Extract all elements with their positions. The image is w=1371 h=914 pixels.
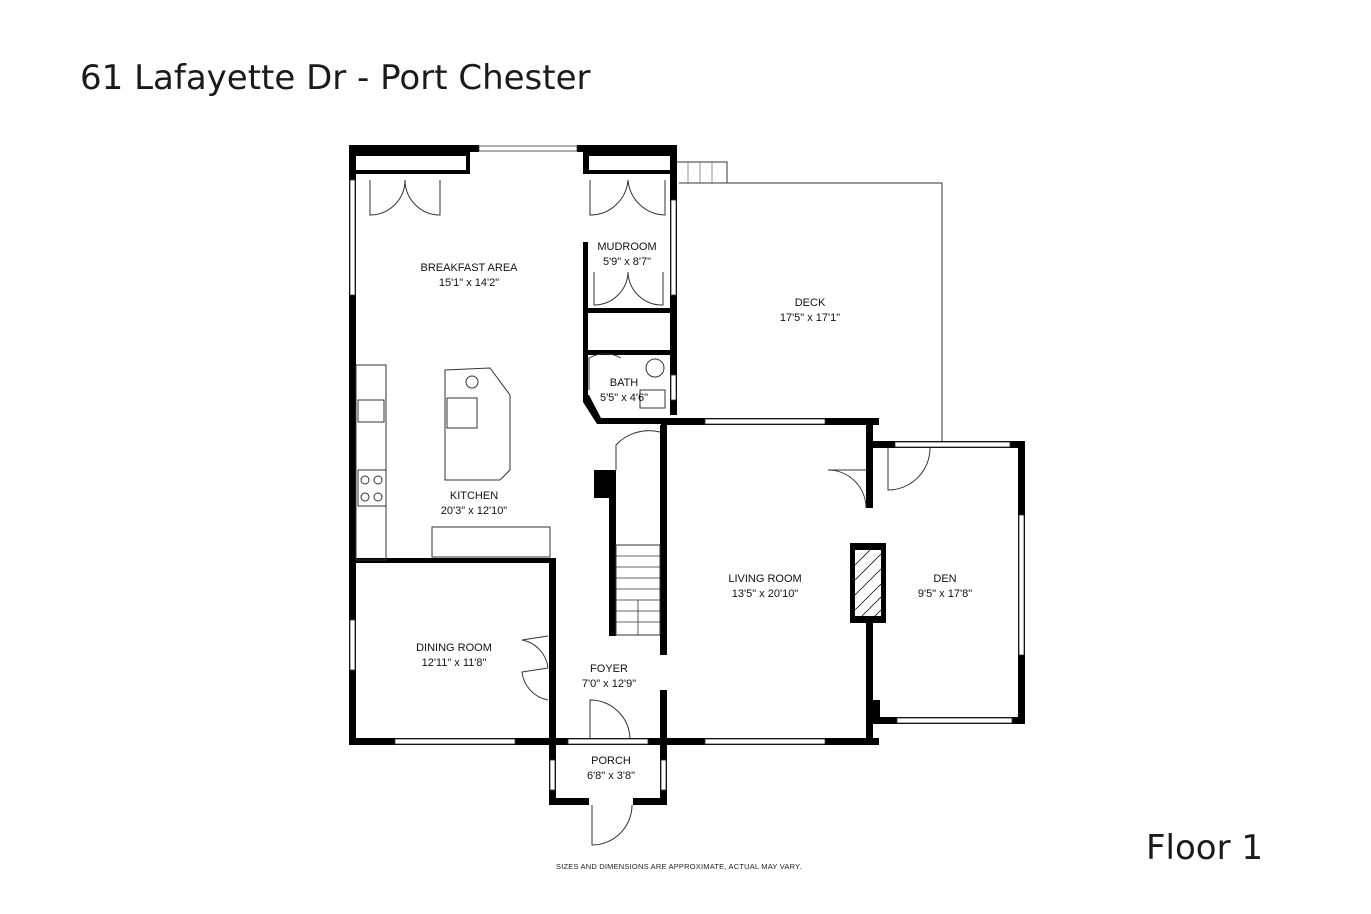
room-name: DINING ROOM	[416, 642, 492, 654]
room-dims: 20'3" x 12'10"	[441, 505, 508, 517]
room-dims: 15'1" x 14'2"	[439, 277, 499, 289]
room-name: LIVING ROOM	[728, 573, 801, 585]
page-title: 61 Lafayette Dr - Port Chester	[80, 58, 591, 98]
room-name: PORCH	[591, 755, 631, 767]
room-porch: PORCH 6'8" x 3'8"	[587, 755, 635, 782]
room-den: DEN 9'5" x 17'8"	[918, 573, 972, 600]
room-dims: 5'5" x 4'6"	[600, 392, 648, 404]
room-foyer: FOYER 7'0" x 12'9"	[582, 663, 636, 690]
room-dims: 7'0" x 12'9"	[582, 678, 636, 690]
walls	[349, 145, 1025, 805]
room-kitchen: KITCHEN 20'3" x 12'10"	[441, 490, 508, 517]
room-name: BATH	[610, 377, 639, 389]
room-name: KITCHEN	[450, 490, 498, 502]
room-name: BREAKFAST AREA	[420, 262, 518, 274]
room-deck: DECK 17'5" x 17'1"	[780, 297, 840, 324]
room-name: DEN	[933, 573, 956, 585]
room-bath: BATH 5'5" x 4'6"	[600, 377, 648, 404]
floor-label: Floor 1	[1146, 828, 1264, 868]
room-dims: 17'5" x 17'1"	[780, 312, 840, 324]
room-dining-room: DINING ROOM 12'11" x 11'8"	[416, 642, 492, 669]
disclaimer-text: SIZES AND DIMENSIONS ARE APPROXIMATE, AC…	[556, 862, 802, 871]
room-name: FOYER	[590, 663, 628, 675]
doors	[369, 179, 931, 846]
room-breakfast-area: BREAKFAST AREA 15'1" x 14'2"	[420, 262, 518, 289]
room-dims: 12'11" x 11'8"	[422, 657, 487, 669]
kitchen-fixtures	[355, 364, 551, 561]
bath-fixtures	[588, 353, 666, 409]
room-name: MUDROOM	[597, 241, 656, 253]
room-living-room: LIVING ROOM 13'5" x 20'10"	[728, 573, 801, 600]
stairs	[615, 544, 661, 636]
room-dims: 5'9" x 8'7"	[603, 256, 651, 268]
room-name: DECK	[795, 297, 826, 309]
room-dims: 13'5" x 20'10"	[732, 588, 799, 600]
room-dims: 6'8" x 3'8"	[587, 770, 635, 782]
room-dims: 9'5" x 17'8"	[918, 588, 972, 600]
deck-outline	[676, 161, 943, 445]
room-mudroom: MUDROOM 5'9" x 8'7"	[597, 241, 656, 268]
